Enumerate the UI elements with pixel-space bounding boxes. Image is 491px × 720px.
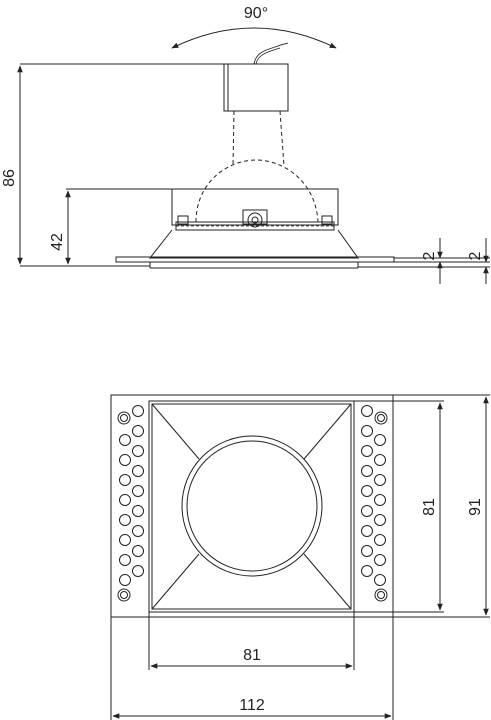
perforation-hole	[132, 405, 144, 417]
perforation-hole	[119, 494, 131, 506]
perforation-hole	[374, 411, 388, 425]
lamp-dome	[195, 159, 319, 223]
dim-label-86: 86	[1, 169, 18, 187]
perforation-hole	[374, 514, 386, 526]
perforation-hole	[119, 534, 131, 546]
pivot-screw	[247, 212, 263, 228]
light-opening	[181, 435, 323, 577]
perforation-hole	[132, 485, 144, 497]
housing-cone	[148, 229, 359, 259]
perforation-hole	[361, 545, 373, 557]
perforation-hole	[361, 485, 373, 497]
perforation-hole	[374, 454, 386, 466]
dim-label-flange-a: 2	[421, 251, 438, 260]
perforation-hole	[119, 554, 131, 566]
perforation-hole	[132, 525, 144, 537]
driver-box	[223, 63, 289, 112]
rotation-label: 90°	[244, 5, 268, 22]
dim-label-inner-height: 81	[421, 498, 438, 516]
dim-label-flange-b: 2	[467, 251, 484, 260]
inner-square	[148, 400, 355, 613]
perforation-hole	[374, 434, 386, 446]
perforation-hole	[119, 454, 131, 466]
perforation-hole	[374, 574, 386, 586]
perforation-hole	[132, 505, 144, 517]
perforation-hole	[119, 574, 131, 586]
perforation-hole	[117, 411, 131, 425]
perforation-hole	[361, 505, 373, 517]
perforation-hole	[374, 588, 388, 602]
rotation-arc	[171, 27, 337, 49]
dim-label-inner-width: 81	[243, 647, 261, 664]
side-view	[17, 27, 490, 284]
dim-label-outer-width: 112	[239, 697, 265, 714]
flange	[115, 256, 395, 263]
wire	[253, 42, 289, 65]
perforation-hole	[374, 494, 386, 506]
perforation-hole	[361, 445, 373, 457]
dim-label-outer-height: 91	[467, 498, 484, 516]
perforation-hole	[120, 414, 128, 422]
perforation-hole	[120, 591, 128, 599]
top-view	[110, 394, 490, 720]
perforation-hole	[374, 474, 386, 486]
perforation-hole	[377, 414, 385, 422]
perforation-hole	[119, 474, 131, 486]
perforation-hole	[374, 534, 386, 546]
perforation-hole	[361, 565, 373, 577]
outer-plate	[110, 394, 394, 618]
perforation-hole	[117, 588, 131, 602]
perforation-hole	[119, 434, 131, 446]
perforation-hole	[132, 425, 144, 437]
perforation-hole	[132, 465, 144, 477]
perforation-hole	[132, 565, 144, 577]
perforation-hole	[361, 525, 373, 537]
perforation-hole	[119, 514, 131, 526]
perforation-hole	[374, 554, 386, 566]
perforation-hole	[377, 591, 385, 599]
housing-body	[171, 188, 339, 226]
perforation-hole	[361, 425, 373, 437]
dim-label-42: 42	[49, 233, 66, 251]
perforation-hole	[132, 445, 144, 457]
perforation-holes	[117, 405, 388, 602]
perforation-hole	[361, 465, 373, 477]
perforation-hole	[132, 545, 144, 557]
perforation-hole	[361, 405, 373, 417]
